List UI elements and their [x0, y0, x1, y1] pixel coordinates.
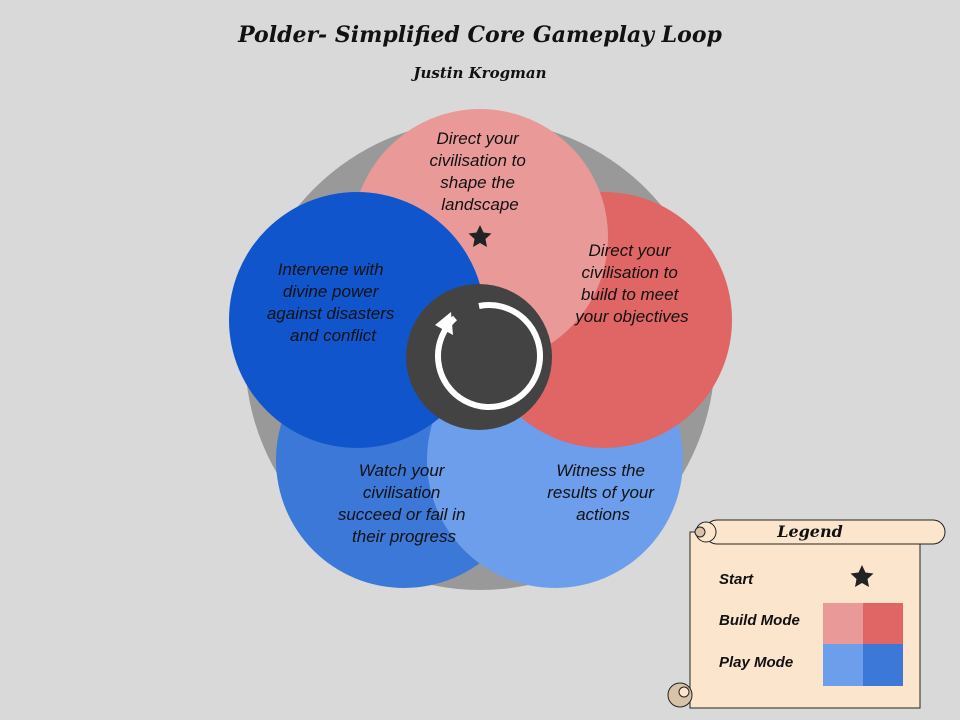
step-build-objectives-text: Direct your civilisation to build to mee… [574, 241, 689, 326]
start-star-icon [468, 225, 492, 247]
cycle-arrow-icon [406, 284, 552, 430]
step-watch-progress-text: Watch your civilisation succeed or fail … [338, 461, 470, 546]
author-name: Justin Krogman [413, 64, 547, 82]
step-intervene-text: Intervene with divine power against disa… [267, 260, 399, 345]
legend-title: Legend [777, 522, 843, 541]
legend-play-swatch-light [823, 644, 863, 686]
legend-play-swatch-dark [863, 644, 903, 686]
legend-star-icon [850, 565, 874, 587]
step-witness-results-text: Witness the results of your actions [547, 461, 659, 524]
legend-scroll [667, 519, 946, 709]
legend-play-label: Play Mode [719, 654, 794, 671]
legend-build-swatch-light [823, 603, 863, 644]
step-shape-landscape-text: Direct your civilisation to shape the la… [429, 129, 530, 214]
page-title: Polder- Simplified Core Gameplay Loop [238, 22, 722, 48]
legend-build-swatch-dark [863, 603, 903, 644]
legend-build-label: Build Mode [719, 612, 800, 629]
legend-start-label: Start [719, 571, 754, 588]
